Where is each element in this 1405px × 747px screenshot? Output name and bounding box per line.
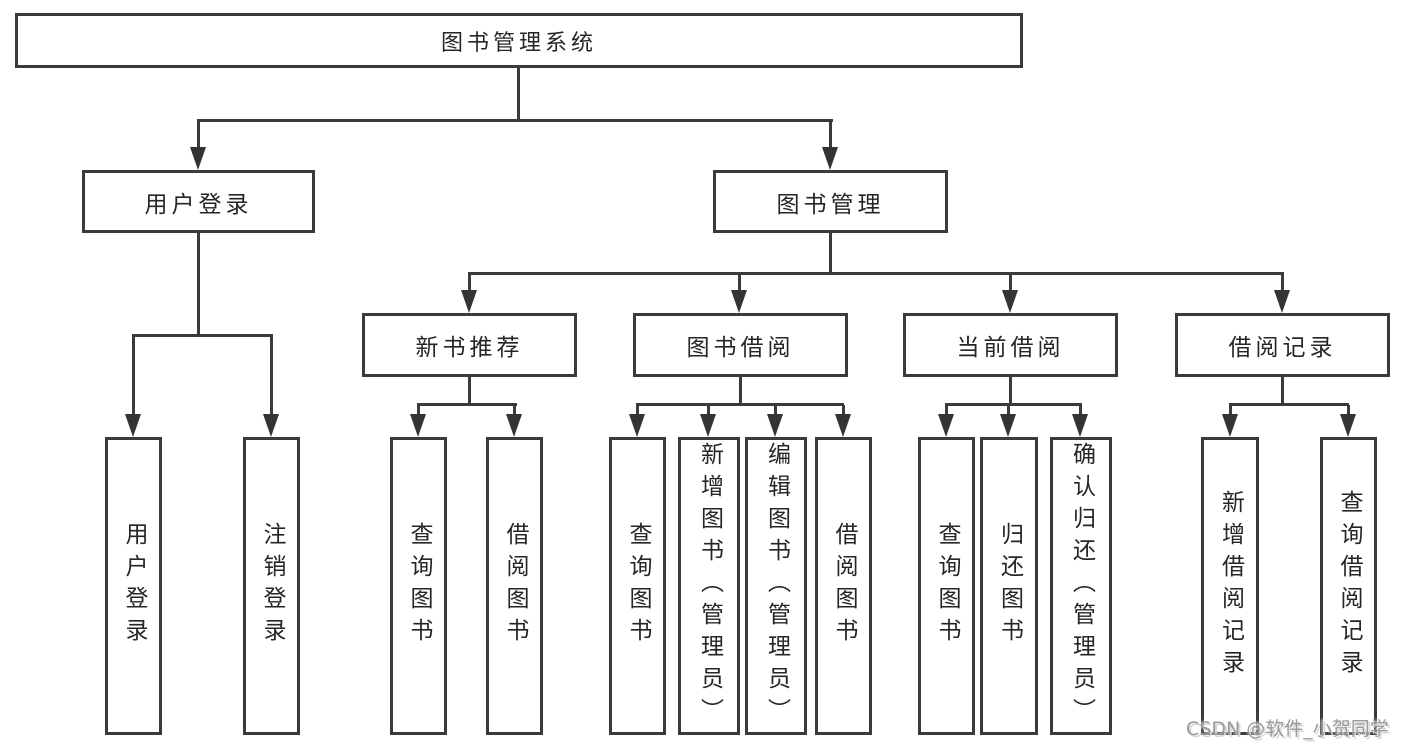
- node-label: 确认归还（管理员）: [1068, 442, 1095, 730]
- arrow-down-icon: [1274, 290, 1290, 313]
- node-user-login: 用户登录: [82, 170, 315, 233]
- connector-line: [1007, 405, 1010, 417]
- connector-line: [945, 403, 1082, 406]
- connector-line: [468, 274, 471, 292]
- connector-line: [774, 405, 777, 417]
- node-label: 用户登录: [121, 522, 147, 650]
- connector-line: [636, 403, 844, 406]
- arrow-down-icon: [1072, 414, 1088, 437]
- connector-line: [270, 336, 273, 416]
- connector-line: [1229, 403, 1349, 406]
- connector-line: [417, 403, 517, 406]
- node-label: 归还图书: [996, 522, 1023, 650]
- node-label: 图书借阅: [686, 335, 795, 361]
- connector-line: [707, 405, 710, 417]
- connector-line: [1079, 405, 1082, 417]
- arrow-down-icon: [461, 290, 477, 313]
- connector-line: [1281, 377, 1284, 405]
- arrow-down-icon: [1340, 414, 1356, 437]
- leaf-logout: 注销登录: [243, 437, 300, 735]
- connector-line: [738, 274, 741, 292]
- node-label: 查询图书: [406, 522, 432, 650]
- connector-line: [1009, 274, 1012, 292]
- node-label: 借阅记录: [1228, 335, 1337, 361]
- arrow-down-icon: [1002, 290, 1018, 313]
- connector-line: [517, 68, 520, 121]
- node-label: 编辑图书（管理员）: [763, 442, 790, 730]
- node-label: 图书管理: [776, 191, 885, 218]
- connector-line: [1009, 377, 1012, 405]
- connector-line: [829, 233, 832, 274]
- leaf-query-book-2: 查询图书: [609, 437, 666, 735]
- arrow-down-icon: [125, 414, 141, 437]
- arrow-down-icon: [410, 414, 426, 437]
- arrow-down-icon: [938, 414, 954, 437]
- connector-line: [636, 405, 639, 417]
- node-library-management-system: 图书管理系统: [15, 13, 1023, 68]
- arrow-down-icon: [506, 414, 522, 437]
- connector-line: [197, 119, 833, 122]
- node-book-borrow: 图书借阅: [633, 313, 848, 377]
- connector-line: [1229, 405, 1232, 417]
- node-label: 用户登录: [144, 191, 253, 218]
- connector-line: [197, 233, 200, 336]
- csdn-watermark: CSDN @软件_小贺同学: [1186, 718, 1389, 740]
- node-label: 当前借阅: [956, 335, 1065, 361]
- leaf-return-book: 归还图书: [980, 437, 1038, 735]
- connector-line: [197, 121, 200, 151]
- connector-line: [945, 405, 948, 417]
- connector-line: [468, 272, 1284, 275]
- leaf-borrow-book-1: 借阅图书: [486, 437, 543, 735]
- node-label: 查询图书: [934, 522, 960, 650]
- node-label: 注销登录: [259, 522, 285, 650]
- connector-line: [739, 377, 742, 405]
- connector-line: [132, 334, 273, 337]
- arrow-down-icon: [1222, 414, 1238, 437]
- arrow-down-icon: [767, 414, 783, 437]
- arrow-down-icon: [263, 414, 279, 437]
- leaf-add-borrow-record: 新增借阅记录: [1201, 437, 1259, 735]
- node-label: 借阅图书: [831, 522, 857, 650]
- node-new-book-recommend: 新书推荐: [362, 313, 577, 377]
- leaf-borrow-book-2: 借阅图书: [815, 437, 872, 735]
- connector-line: [829, 121, 832, 151]
- node-current-borrow: 当前借阅: [903, 313, 1118, 377]
- node-label: 新书推荐: [415, 335, 524, 361]
- leaf-edit-book-admin: 编辑图书（管理员）: [745, 437, 807, 735]
- arrow-down-icon: [190, 147, 206, 170]
- arrow-down-icon: [731, 290, 747, 313]
- connector-line: [468, 377, 471, 405]
- leaf-add-book-admin: 新增图书（管理员）: [678, 437, 740, 735]
- node-label: 图书管理系统: [440, 30, 597, 56]
- node-label: 借阅图书: [502, 522, 528, 650]
- leaf-query-book-1: 查询图书: [390, 437, 447, 735]
- node-label: 查询借阅记录: [1336, 490, 1362, 682]
- connector-line: [417, 405, 420, 417]
- node-borrow-records: 借阅记录: [1175, 313, 1390, 377]
- leaf-query-borrow-record: 查询借阅记录: [1320, 437, 1377, 735]
- node-label: 查询图书: [625, 522, 651, 650]
- leaf-user-login: 用户登录: [105, 437, 162, 735]
- arrow-down-icon: [700, 414, 716, 437]
- arrow-down-icon: [835, 414, 851, 437]
- connector-line: [1347, 405, 1350, 417]
- node-label: 新增图书（管理员）: [696, 442, 723, 730]
- node-label: 新增借阅记录: [1217, 490, 1244, 682]
- leaf-confirm-return-admin: 确认归还（管理员）: [1050, 437, 1112, 735]
- connector-line: [1281, 274, 1284, 292]
- connector-line: [132, 336, 135, 416]
- node-book-management: 图书管理: [713, 170, 948, 233]
- arrow-down-icon: [822, 147, 838, 170]
- leaf-query-book-3: 查询图书: [918, 437, 975, 735]
- connector-line: [842, 405, 845, 417]
- connector-line: [513, 405, 516, 417]
- arrow-down-icon: [629, 414, 645, 437]
- arrow-down-icon: [1000, 414, 1016, 437]
